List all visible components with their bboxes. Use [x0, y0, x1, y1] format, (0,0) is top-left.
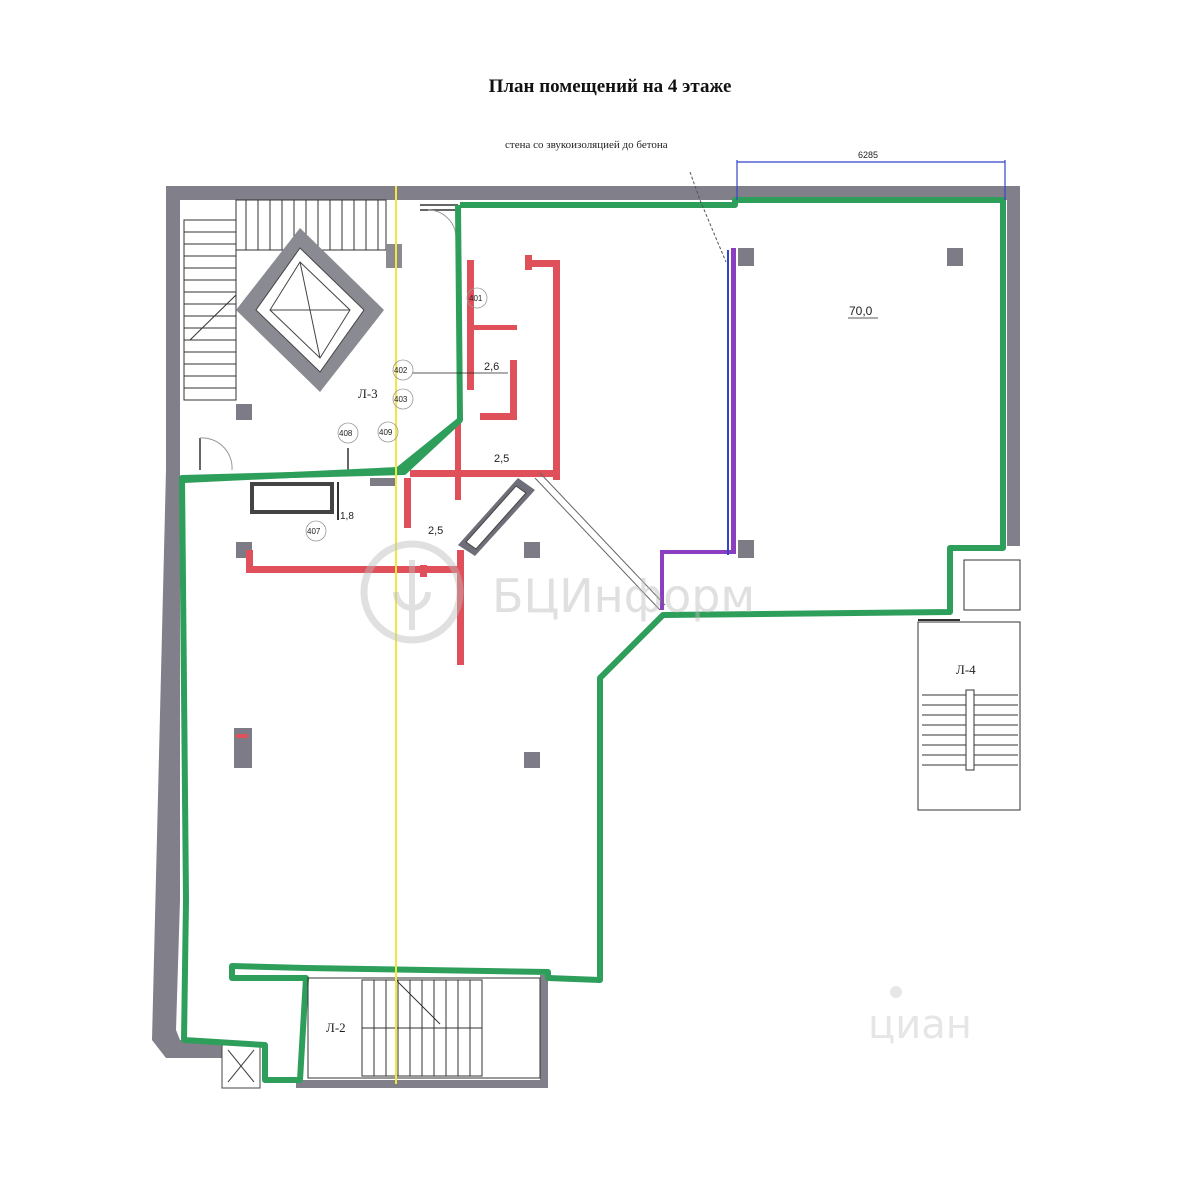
room-number-409: 409 — [379, 428, 393, 437]
dimension-label: 6285 — [858, 150, 878, 160]
watermark-bcinform-text: БЦИнформ — [492, 569, 755, 623]
stair-label-l2: Л-2 — [326, 1020, 346, 1035]
room-area-r2: 2,5 — [494, 453, 509, 465]
stair-l3 — [183, 199, 402, 401]
room-number-403: 403 — [394, 395, 408, 404]
room-area-r1: 2,6 — [484, 361, 499, 373]
room-number-407: 407 — [307, 527, 321, 536]
room-area-r4: 1,8 — [340, 511, 354, 522]
sound-wall — [660, 248, 736, 610]
stair-label-l3: Л-3 — [358, 386, 378, 401]
sound-wall-note: стена со звукоизоляцией до бетона — [505, 139, 668, 151]
rented-boundary — [179, 197, 1006, 1083]
watermark-cian-text: циан — [868, 1002, 972, 1048]
watermark-bcinform: БЦИнформ — [360, 540, 755, 644]
room-area-r3: 2,5 — [428, 525, 443, 537]
room-number-402: 402 — [394, 366, 408, 375]
room-number-401: 401 — [469, 294, 483, 303]
room-number-408: 408 — [339, 429, 353, 438]
watermark-cian: циан — [868, 986, 972, 1048]
stair-label-l4: Л-4 — [956, 662, 976, 677]
page-title: План помещений на 4 этаже — [488, 76, 732, 97]
stair-l2 — [307, 977, 541, 1079]
partitions — [246, 255, 560, 665]
stair-l4 — [917, 559, 1021, 811]
outer-wall-right — [1007, 186, 1020, 546]
outer-wall-left — [152, 470, 222, 1058]
dimension-line — [736, 160, 1006, 200]
room-area-main: 70,0 — [849, 304, 873, 318]
